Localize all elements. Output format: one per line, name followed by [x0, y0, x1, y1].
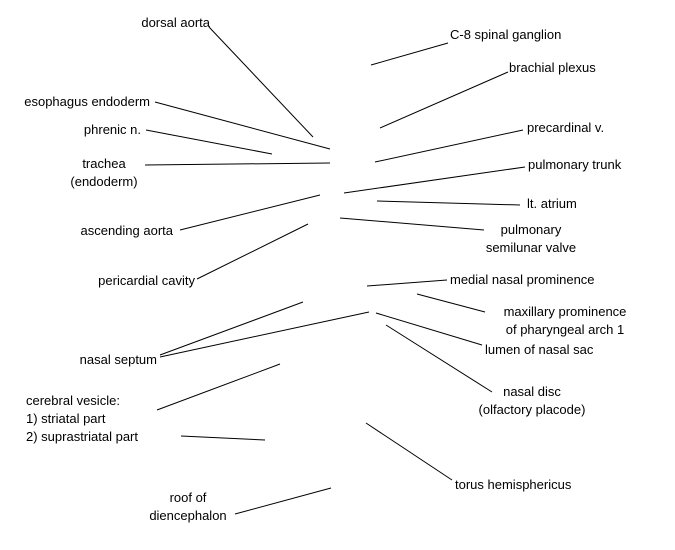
label-trachea: trachea (endoderm)	[70, 156, 138, 189]
leader-line-pericardial-cavity	[196, 223, 309, 280]
label-cerebral-vesicle: cerebral vesicle: 1) striatal part 2) su…	[26, 393, 138, 444]
label-roof-of-diencephalon: roof of diencephalon	[149, 490, 227, 523]
leader-line-nasal-disc	[385, 324, 493, 393]
label-lumen-of-nasal-sac: lumen of nasal sac	[485, 342, 594, 357]
label-maxillary-prominence: maxillary prominence of pharyngeal arch …	[503, 304, 627, 337]
leader-line-c8-spinal-ganglion	[370, 42, 449, 66]
leader-line-dorsal-aorta	[208, 26, 314, 138]
leader-line-torus-hemisphericus	[365, 422, 453, 481]
leader-line-trachea	[144, 162, 331, 166]
label-c8-spinal-ganglion: C-8 spinal ganglion	[450, 27, 562, 42]
label-pulmonary-semilunar-valve: pulmonary semilunar valve	[485, 222, 577, 255]
label-nasal-septum: nasal septum	[79, 352, 157, 367]
label-torus-hemisphericus: torus hemisphericus	[455, 477, 572, 492]
label-phrenic-n: phrenic n.	[83, 122, 141, 137]
label-ascending-aorta: ascending aorta	[80, 223, 173, 238]
leader-line-cerebral-vesicle-suprastriatal	[180, 435, 266, 441]
leader-line-medial-nasal-prominence	[366, 279, 448, 287]
leader-line-phrenic-n	[145, 129, 273, 155]
label-precardinal-v: precardinal v.	[527, 120, 605, 135]
leader-line-roof-of-diencephalon	[234, 487, 332, 515]
label-esophagus-endoderm: esophagus endoderm	[24, 94, 150, 109]
leader-line-lumen-of-nasal-sac	[375, 312, 483, 346]
leader-line-ascending-aorta	[179, 194, 321, 231]
label-pericardial-cavity: pericardial cavity	[98, 273, 195, 288]
leader-line-pulmonary-trunk	[343, 166, 526, 194]
label-dorsal-aorta: dorsal aorta	[141, 15, 210, 30]
leader-line-brachial-plexus	[379, 71, 509, 129]
leader-line-nasal-septum-b	[159, 311, 370, 358]
leader-line-esophagus-endoderm	[154, 101, 331, 150]
label-pulmonary-trunk: pulmonary trunk	[528, 157, 622, 172]
label-brachial-plexus: brachial plexus	[509, 60, 596, 75]
leader-line-precardinal-v	[374, 129, 524, 163]
leader-line-maxillary-prominence	[416, 293, 486, 313]
label-medial-nasal-prominence: medial nasal prominence	[450, 272, 595, 287]
leader-line-cerebral-vesicle-striatal	[156, 363, 281, 411]
leader-line-nasal-septum-a	[159, 301, 304, 356]
leader-line-lt-atrium	[376, 200, 521, 206]
label-nasal-disc: nasal disc (olfactory placode)	[478, 384, 586, 417]
leader-line-pulmonary-semilunar-valve	[339, 217, 485, 231]
label-lt-atrium: lt. atrium	[527, 196, 577, 211]
